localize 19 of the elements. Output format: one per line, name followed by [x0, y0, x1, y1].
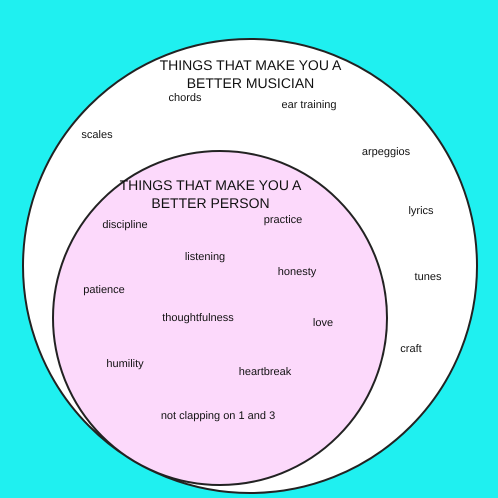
item-label: tunes — [414, 271, 442, 283]
item-label: scales — [81, 129, 113, 141]
set-title: THINGS THAT MAKE YOU A BETTER MUSICIAN — [158, 56, 342, 92]
item-label: lyrics — [408, 205, 434, 217]
item-label: heartbreak — [238, 366, 292, 378]
item-label: listening — [184, 251, 226, 263]
item-label: ear training — [281, 99, 337, 111]
item-label: arpeggios — [362, 146, 410, 158]
item-label: love — [312, 317, 334, 329]
item-label: honesty — [278, 266, 316, 278]
item-label: not clapping on 1 and 3 — [160, 410, 276, 422]
item-label: discipline — [102, 219, 148, 231]
item-label: practice — [264, 214, 302, 226]
item-label: patience — [83, 284, 125, 296]
item-label: humility — [106, 358, 144, 370]
item-label: thoughtfulness — [162, 312, 234, 324]
set-title: THINGS THAT MAKE YOU A BETTER PERSON — [118, 176, 302, 212]
item-label: craft — [400, 343, 422, 355]
item-label: chords — [168, 92, 202, 104]
